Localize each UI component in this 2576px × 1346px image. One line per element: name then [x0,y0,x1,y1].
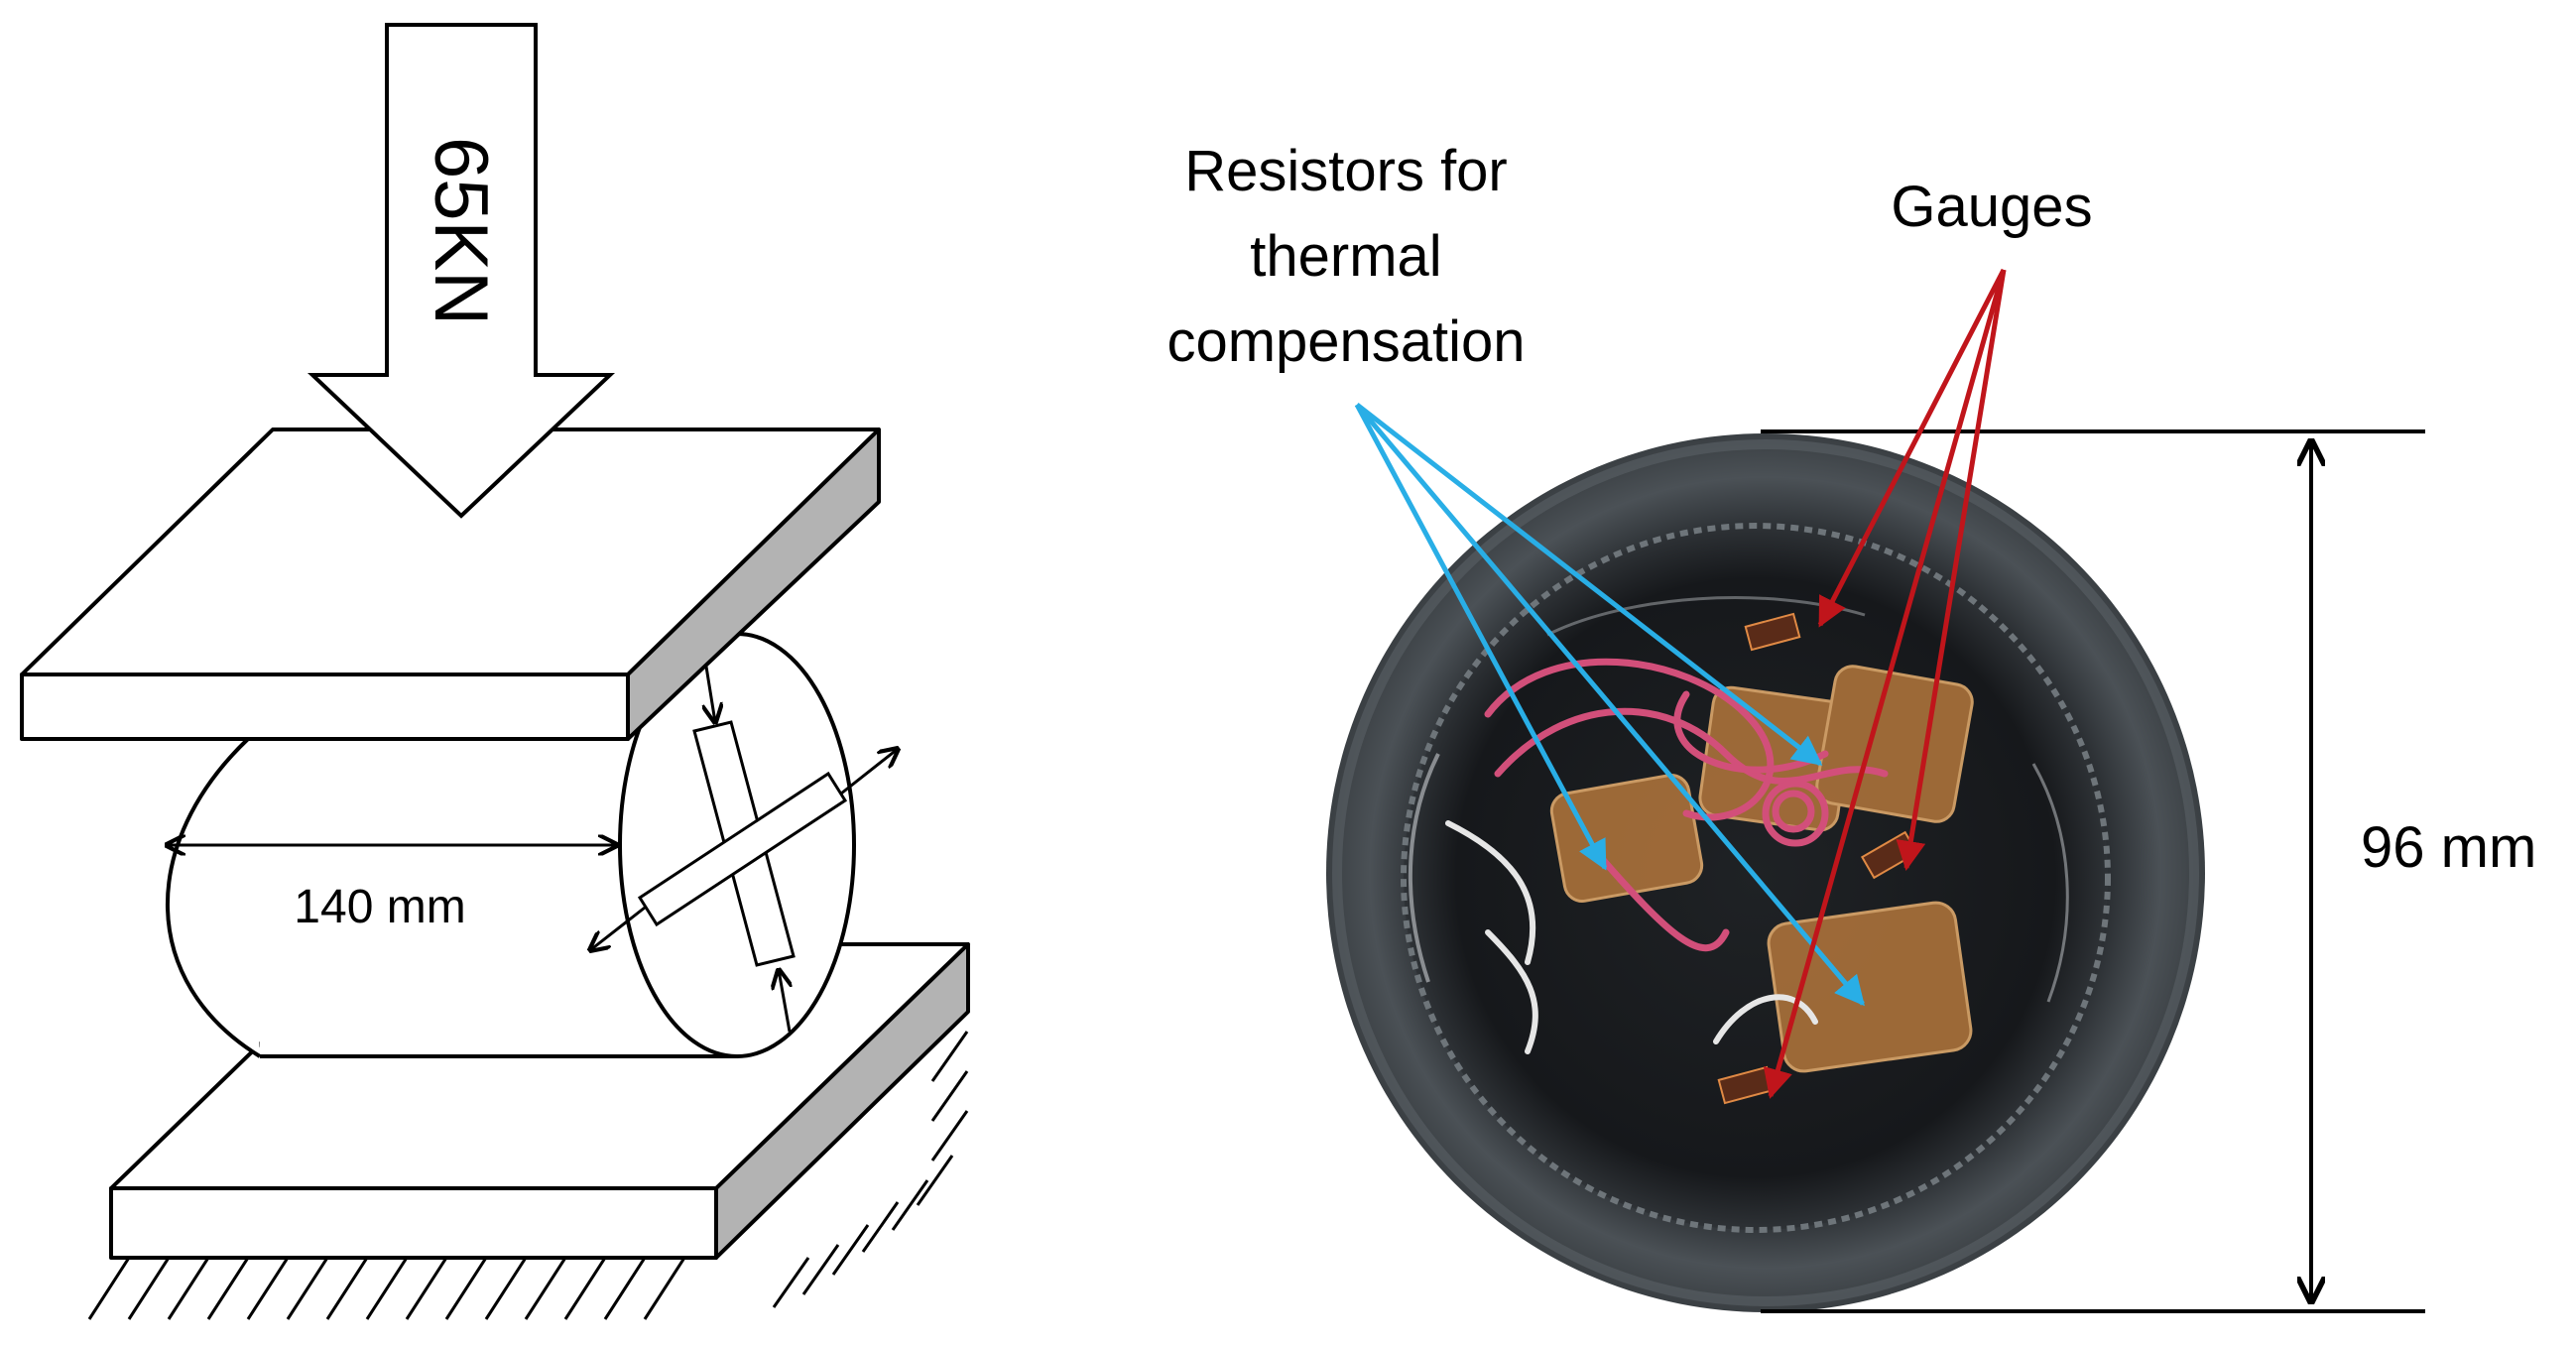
specimen-photo: 96 mm Resistors for thermal compensation… [1166,139,2536,1313]
resistor-arrows [1354,403,1865,1007]
resistors-label-line1: Resistors for [1184,139,1508,203]
resistors-label-line3: compensation [1166,309,1525,374]
strain-gauge-cross [637,720,848,967]
resistors-label-line2: thermal [1250,224,1441,289]
gauge-arrows [1763,268,2007,1099]
gauges-label: Gauges [1891,175,2092,239]
load-label: 65KN [419,137,503,325]
length-label: 140 mm [294,881,465,933]
load-arrow: 65KN [307,23,616,519]
diameter-label: 96 mm [2361,815,2536,880]
diameter-dimension [1761,429,2425,1313]
top-plate [20,428,881,741]
white-wires [1445,820,1818,1054]
resistors-label: Resistors for thermal compensation [1166,139,1525,374]
compression-schematic: 140 mm 65KN [20,23,970,1320]
wires [1484,658,1889,952]
